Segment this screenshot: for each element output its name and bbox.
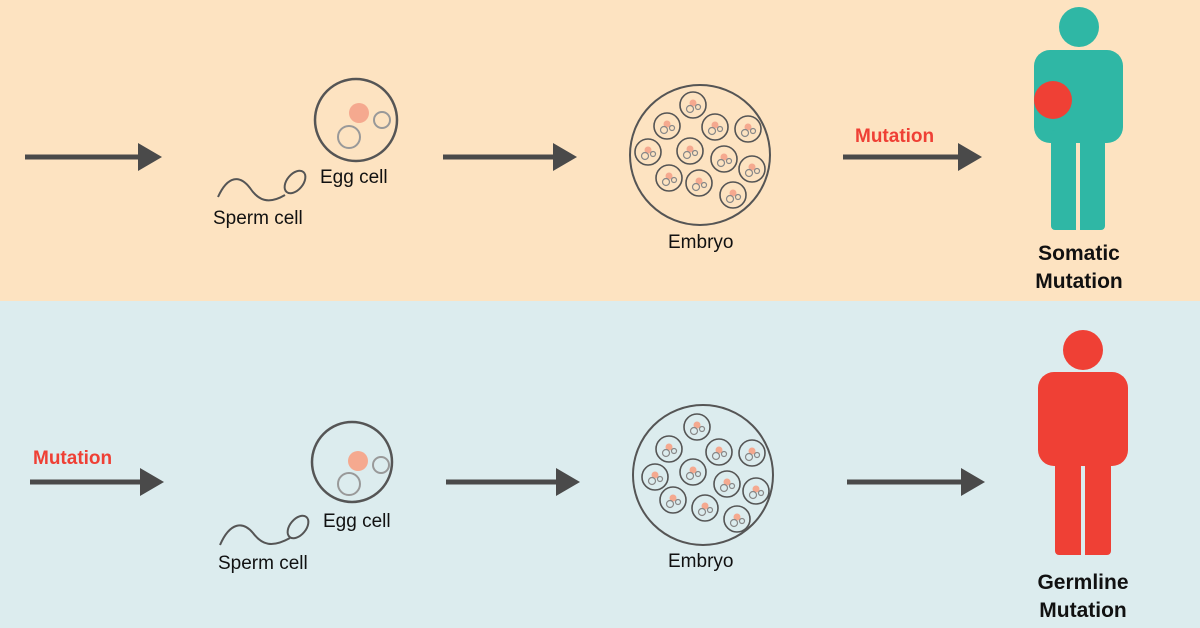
bottom-arrow-2 [446, 468, 580, 496]
top-arrow-2 [443, 143, 577, 171]
bottom-mutation-label: Mutation [33, 448, 113, 469]
bottom-sperm-cell [219, 514, 310, 546]
somatic-mutation-title: Somatic Mutation [979, 240, 1179, 296]
somatic-panel-background [0, 0, 1200, 301]
somatic-person-icon [1034, 7, 1123, 231]
top-egg-cell [313, 77, 399, 163]
germline-panel-background [0, 301, 1200, 628]
germline-title-line1: Germline [1037, 571, 1129, 594]
top-mutation-label: Mutation [855, 126, 935, 147]
bottom-embryo-label: Embryo [668, 551, 734, 572]
germline-mutation-title: Germline Mutation [983, 569, 1183, 625]
top-sperm-cell [217, 169, 307, 202]
bottom-egg-cell [310, 420, 394, 504]
bottom-egg-cell-label: Egg cell [323, 511, 391, 532]
top-sperm-cell-label: Sperm cell [213, 208, 303, 229]
top-arrow-1 [25, 143, 162, 171]
germline-person-icon [1038, 330, 1128, 556]
bottom-arrow-3 [847, 468, 985, 496]
bottom-arrow-1 [30, 468, 164, 496]
top-embryo-label: Embryo [668, 232, 734, 253]
somatic-title-line2: Mutation [1035, 270, 1123, 293]
top-arrow-3 [843, 143, 982, 171]
germline-title-line2: Mutation [1039, 599, 1127, 622]
bottom-embryo [632, 404, 774, 546]
top-egg-cell-label: Egg cell [320, 167, 388, 188]
bottom-sperm-cell-label: Sperm cell [218, 553, 308, 574]
somatic-title-line1: Somatic [1038, 242, 1120, 265]
top-embryo [629, 84, 771, 226]
